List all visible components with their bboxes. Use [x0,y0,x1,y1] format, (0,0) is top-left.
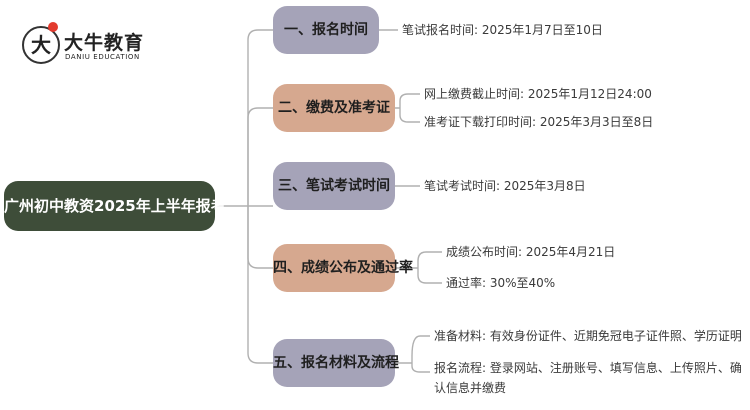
leaf-3-1: 笔试考试时间: 2025年3月8日 [424,179,586,193]
branch-node-5: 五、报名材料及流程 [273,339,399,387]
leaf-1-1: 笔试报名时间: 2025年1月7日至10日 [402,23,603,37]
logo-name-cn: 大牛教育 [64,32,145,54]
trunk-to-branch-2 [247,107,273,206]
logo-dot-icon [48,22,58,32]
leaf-5-2: 报名流程: 登录网站、注册账号、填写信息、上传照片、确认信息并缴费 [434,361,742,395]
root-node: 广州初中教资2025年上半年报考 [4,181,226,231]
branch-node-3: 三、笔试考试时间 [273,162,395,210]
logo-mark-icon: 大 [22,26,60,64]
trunk-to-branch-1 [247,29,273,206]
leaf-4-2: 通过率: 30%至40% [446,276,556,290]
branch-5-leaf-connector [395,335,430,373]
branch-node-1: 一、报名时间 [273,6,379,54]
logo-name-en: DANIU EDUCATION [65,53,140,61]
leaf-2-2: 准考证下载打印时间: 2025年3月3日至8日 [424,115,654,129]
leaf-2-1: 网上缴费截止时间: 2025年1月12日24:00 [424,87,652,101]
branch-4-leaf-connector [395,251,442,284]
leaf-4-1: 成绩公布时间: 2025年4月21日 [446,245,616,259]
brand-logo: 大 大牛教育 DANIU EDUCATION [22,22,145,72]
branch-node-2: 二、缴费及准考证 [273,84,395,132]
leaf-5-1: 准备材料: 有效身份证件、近期免冠电子证件照、学历证明 [434,329,742,343]
trunk-to-branch-5 [247,206,273,364]
trunk-to-branch-4 [247,206,273,269]
branch-node-4: 四、成绩公布及通过率 [273,244,413,292]
